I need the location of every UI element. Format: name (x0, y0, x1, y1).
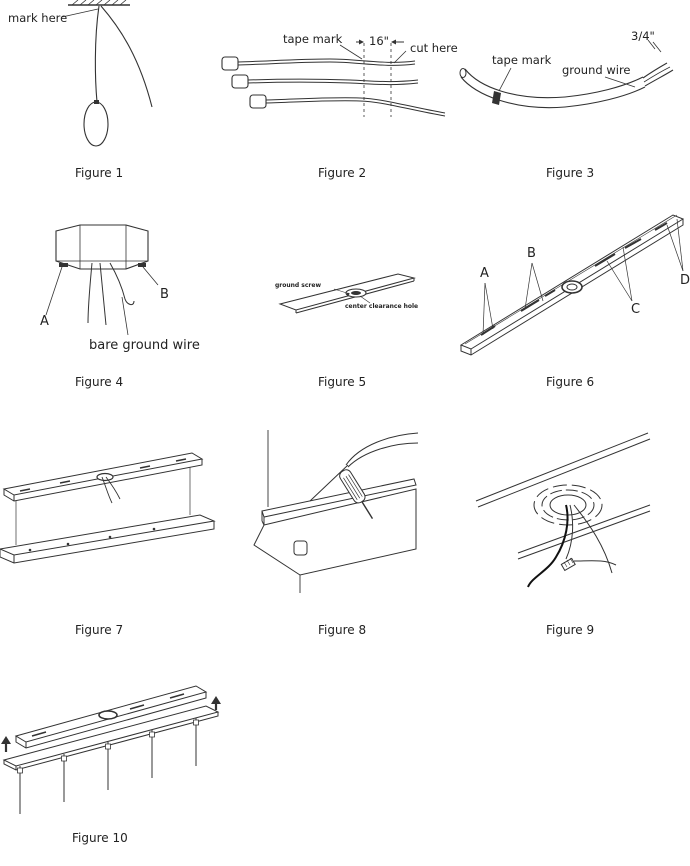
figure-6-c-label: C (631, 302, 641, 317)
figure-1-caption: Figure 1 (75, 166, 124, 180)
figure-4-b-label: B (160, 287, 169, 302)
figure-4-drawing (30, 215, 200, 345)
figure-5-drawing (270, 270, 430, 320)
figure-6-caption: Figure 6 (546, 375, 595, 389)
figure-1-mark-label: mark here (8, 11, 68, 25)
figure-3-tape-label: tape mark (492, 53, 552, 67)
figure-3-dim-label: 3/4" (631, 29, 655, 43)
figure-6-b-label: B (527, 246, 536, 261)
figure-9-caption: Figure 9 (546, 623, 595, 637)
figure-9-drawing (470, 425, 660, 595)
figure-6-d-label: D (680, 273, 690, 288)
figure-2-drawing (210, 39, 460, 125)
figure-2-cut-label: cut here (410, 41, 458, 55)
figure-8-drawing (240, 425, 425, 595)
figure-6-a-label: A (480, 266, 489, 281)
figure-5-hole-label: center clearance hole (345, 303, 419, 310)
figure-2-caption: Figure 2 (318, 166, 367, 180)
figure-5-caption: Figure 5 (318, 375, 367, 389)
figure-5-screw-label: ground screw (275, 282, 322, 289)
figure-2-dim-label: 16" (369, 34, 389, 48)
figure-10-drawing (1, 680, 221, 820)
figure-6-drawing (455, 205, 690, 365)
figure-7-caption: Figure 7 (75, 623, 124, 637)
figure-8-caption: Figure 8 (318, 623, 367, 637)
figure-4-caption: Figure 4 (75, 375, 124, 389)
figure-7-drawing (0, 445, 215, 575)
figure-3-caption: Figure 3 (546, 166, 595, 180)
figure-2-tape-label: tape mark (283, 32, 343, 46)
figure-4-wire-label: bare ground wire (89, 338, 200, 353)
figure-1-drawing (0, 0, 200, 160)
figure-10-caption: Figure 10 (72, 831, 128, 845)
figure-3-ground-label: ground wire (562, 63, 631, 77)
figure-3-drawing (455, 25, 685, 125)
figure-4-a-label: A (40, 314, 49, 329)
